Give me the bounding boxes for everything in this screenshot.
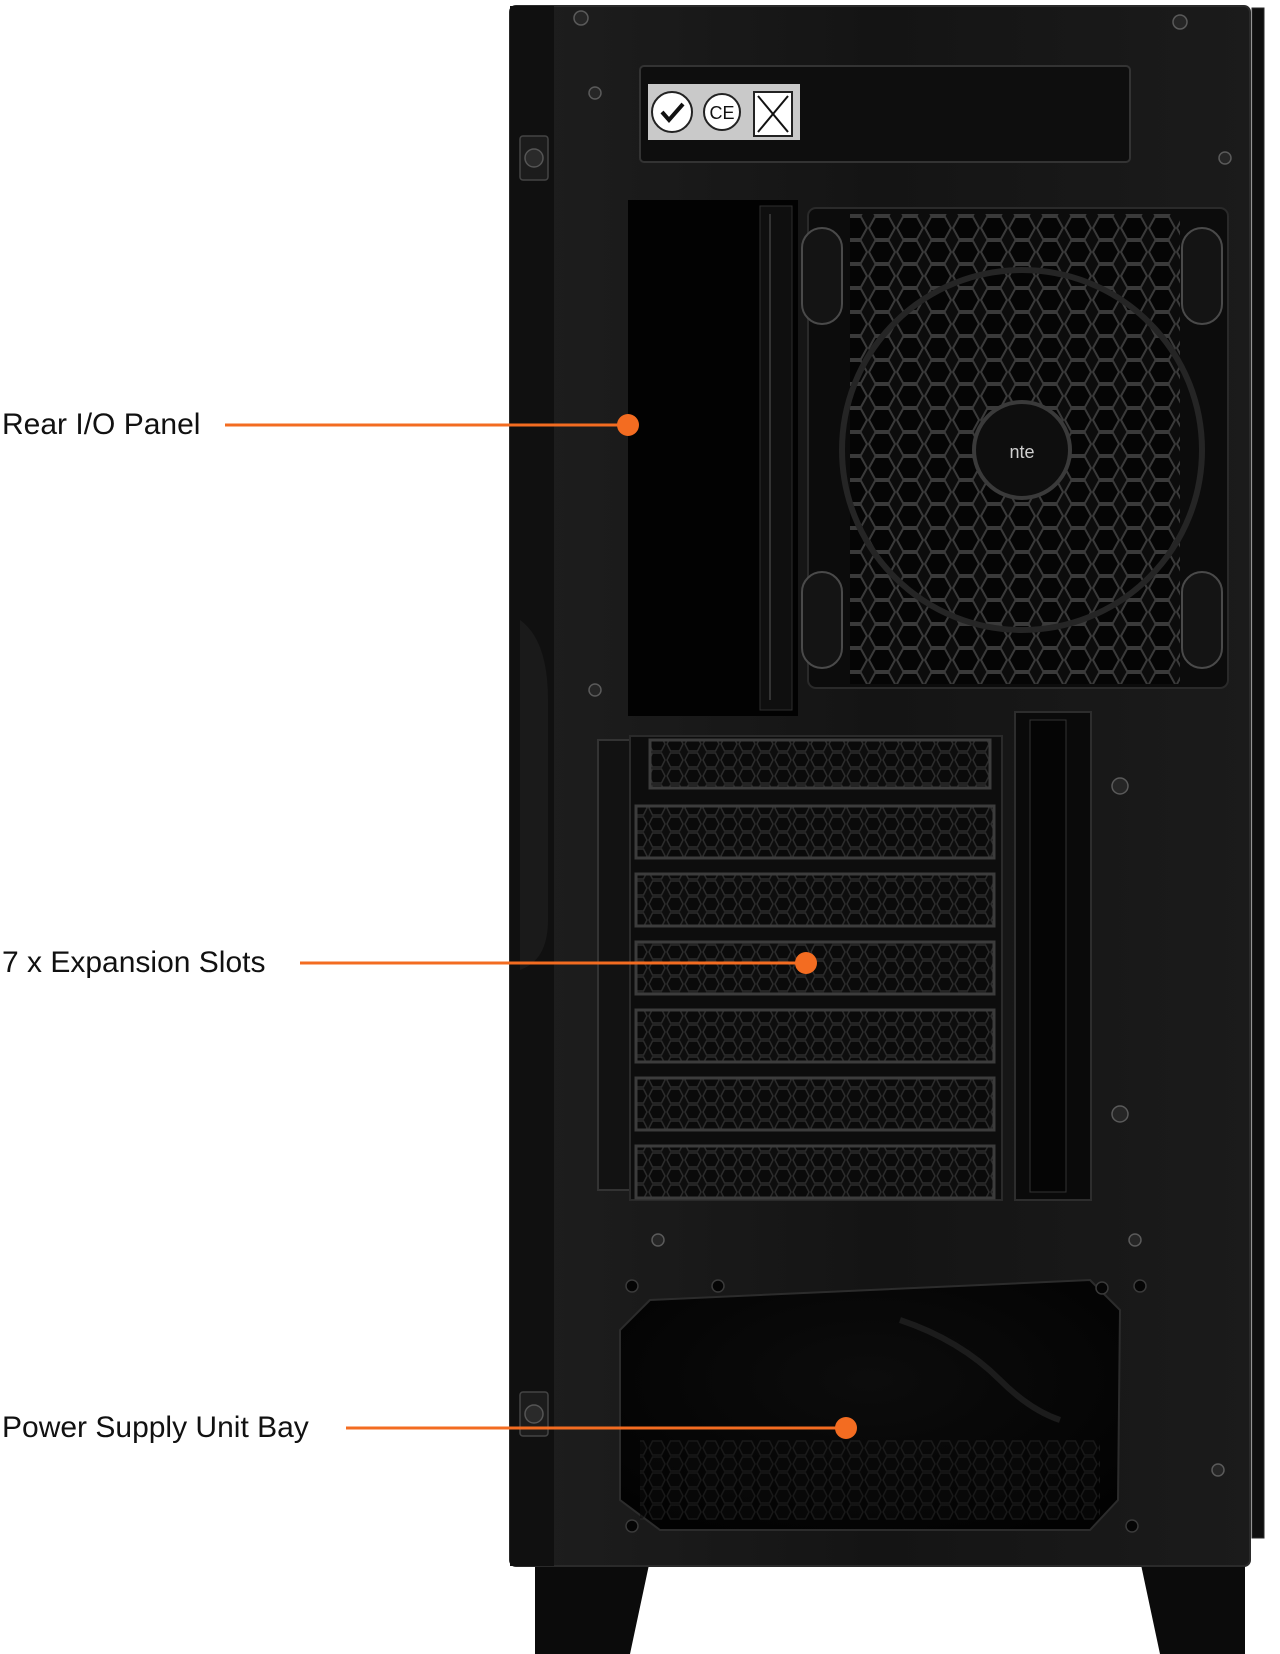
- case-foot-right: [1140, 1560, 1245, 1654]
- callout-label-rear-io: Rear I/O Panel: [2, 408, 201, 441]
- expansion-slot-covers: [634, 738, 996, 1200]
- callout-dot-rear-io: [617, 414, 639, 436]
- screw-icon: [573, 10, 1232, 1477]
- rear-fan: nte: [801, 207, 1229, 689]
- thumbscrew-icon: [519, 135, 549, 181]
- fan-hub-logo: nte: [1009, 442, 1034, 462]
- rear-io-cutout: [628, 200, 798, 716]
- psu-bay-opening: [619, 1278, 1147, 1533]
- callout-lines: [225, 414, 857, 1439]
- callout-label-expansion-slots: 7 x Expansion Slots: [2, 946, 266, 979]
- ce-mark: CE: [709, 103, 734, 123]
- callout-label-psu-bay: Power Supply Unit Bay: [2, 1411, 309, 1444]
- callout-dot-expansion-slots: [795, 952, 817, 974]
- callout-dot-psu-bay: [835, 1417, 857, 1439]
- case-foot-left: [535, 1560, 650, 1654]
- thumbscrew-icon: [519, 1391, 549, 1437]
- certification-plate: CE: [639, 65, 1131, 163]
